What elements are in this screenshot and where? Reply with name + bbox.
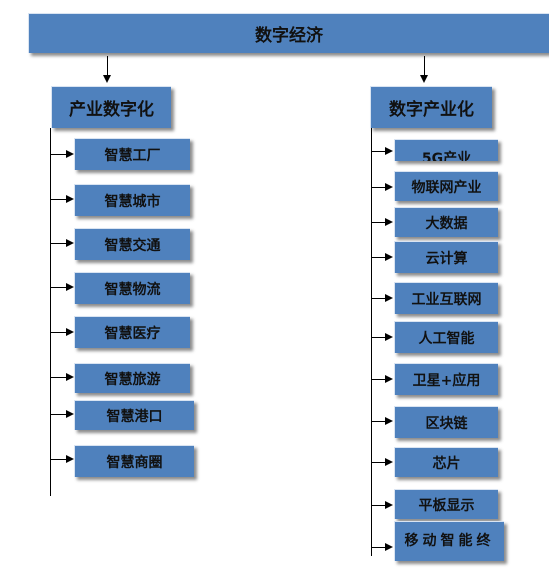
right-leaf-9-label: 平板显示 [418,497,475,514]
left-leaf-5: 智慧旅游 [74,363,190,393]
right-trunk-line [371,128,372,556]
left-connector-3 [51,287,67,288]
right-connector-6 [372,379,386,380]
connector-root-right [424,56,425,76]
left-trunk-line [50,128,51,496]
left-leaf-3-label: 智慧物流 [104,281,161,298]
left-arrow-2 [66,239,74,247]
left-branch-label: 产业数字化 [69,100,154,120]
left-connector-5 [51,377,67,378]
right-leaf-3: 云计算 [394,241,498,273]
right-arrow-3 [385,253,393,261]
right-leaf-3-label: 云计算 [425,250,468,267]
left-connector-1 [51,199,67,200]
left-leaf-6: 智慧港口 [74,400,194,430]
left-leaf-5-label: 智慧旅游 [104,371,161,388]
left-arrow-7 [66,455,74,463]
left-leaf-6-label: 智慧港口 [106,408,163,425]
right-leaf-6: 卫星+应用 [394,363,498,395]
right-connector-4 [372,298,386,299]
right-leaf-8-label: 芯片 [432,455,461,472]
right-leaf-5-label: 人工智能 [418,330,475,347]
right-connector-8 [372,462,386,463]
right-arrow-6 [385,375,393,383]
right-leaf-10: 移动智能终 [394,521,504,561]
right-arrow-5 [385,333,393,341]
left-arrow-3 [66,283,74,291]
right-connector-0 [372,151,386,152]
left-leaf-0-label: 智慧工厂 [104,147,161,164]
right-arrow-2 [385,218,393,226]
right-connector-2 [372,222,386,223]
left-leaf-4-label: 智慧医疗 [104,325,161,342]
right-branch-label: 数字产业化 [389,100,474,120]
right-connector-10 [372,547,386,548]
right-leaf-1: 物联网产业 [394,171,498,201]
right-leaf-4-label: 工业互联网 [411,291,482,308]
left-connector-7 [51,459,67,460]
right-connector-5 [372,337,386,338]
right-arrow-1 [385,183,393,191]
right-leaf-4: 工业互联网 [394,282,498,314]
left-connector-4 [51,332,67,333]
left-arrow-4 [66,328,74,336]
left-connector-6 [51,414,67,415]
arrow-down-left [103,75,111,83]
right-connector-7 [372,421,386,422]
left-connector-2 [51,243,67,244]
right-connector-1 [372,187,386,188]
left-leaf-4: 智慧医疗 [74,316,190,348]
left-leaf-7-label: 智慧商圈 [106,454,163,471]
right-arrow-9 [385,501,393,509]
right-leaf-2-label: 大数据 [425,215,468,232]
right-branch-box: 数字产业化 [370,86,492,128]
right-arrow-10 [385,543,393,551]
right-connector-3 [372,257,386,258]
left-connector-0 [51,154,67,155]
right-leaf-8: 芯片 [394,447,498,477]
left-leaf-7: 智慧商圈 [74,445,194,477]
right-leaf-0-label: 5G产业 [421,151,472,161]
right-leaf-1-label: 物联网产业 [411,179,482,196]
left-leaf-2: 智慧交通 [74,228,190,260]
left-arrow-1 [66,195,74,203]
left-arrow-0 [66,150,74,158]
arrow-down-right [420,75,428,83]
right-arrow-7 [385,417,393,425]
right-leaf-2: 大数据 [394,207,498,237]
right-leaf-0: 5G产业 [394,139,498,161]
left-leaf-1: 智慧城市 [74,184,190,216]
right-leaf-7: 区块链 [394,406,498,438]
left-arrow-5 [66,373,74,381]
left-leaf-3: 智慧物流 [74,272,190,304]
right-leaf-10-label: 移动智能终 [404,533,495,549]
root-node-box: 数字经济 [28,13,549,53]
connector-root-left [107,56,108,76]
right-arrow-0 [385,147,393,155]
right-leaf-5: 人工智能 [394,321,498,353]
right-leaf-7-label: 区块链 [425,415,468,432]
right-leaf-9: 平板显示 [394,489,498,519]
right-connector-9 [372,505,386,506]
left-leaf-2-label: 智慧交通 [104,237,161,254]
right-arrow-8 [385,458,393,466]
right-leaf-6-label: 卫星+应用 [412,372,481,389]
root-node-label: 数字经济 [255,26,323,46]
left-arrow-6 [66,410,74,418]
right-arrow-4 [385,294,393,302]
left-leaf-0: 智慧工厂 [74,138,190,170]
left-leaf-1-label: 智慧城市 [104,193,161,210]
left-branch-box: 产业数字化 [51,86,171,128]
